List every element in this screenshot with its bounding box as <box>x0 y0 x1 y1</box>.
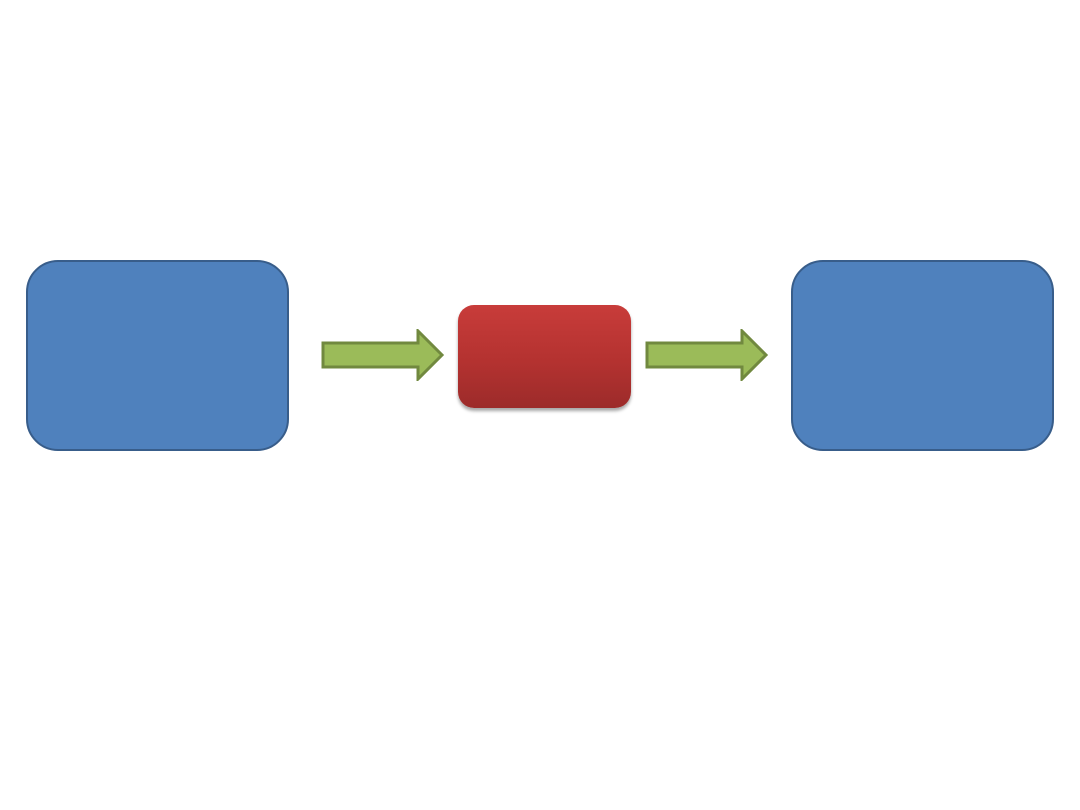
right-node-box <box>791 260 1054 451</box>
arrow-right-icon <box>645 329 769 381</box>
arrow-right-icon <box>321 329 445 381</box>
middle-node-box <box>458 305 631 408</box>
left-node-box <box>26 260 289 451</box>
